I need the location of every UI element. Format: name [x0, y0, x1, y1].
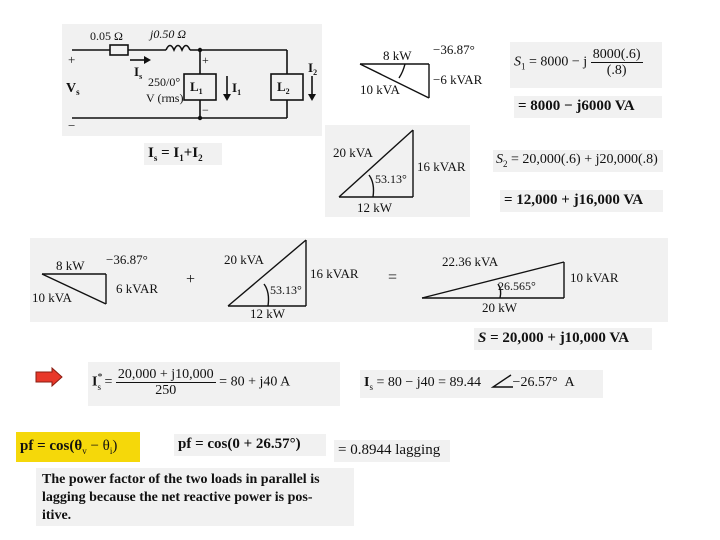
sum-t1-s: 10 kVA — [32, 290, 72, 305]
angle-symbol — [490, 374, 513, 388]
load2-label: L2 — [277, 79, 290, 96]
s1-result: = 8000 − j6000 VA — [518, 98, 635, 114]
sum-t2-angle: 53.13° — [270, 283, 302, 297]
s1-equation-panel — [510, 42, 662, 88]
load1-minus: − — [202, 103, 209, 117]
circuit-diagram: 0.05 Ω j0.50 Ω + − Vs Is 250/0° V (rms) … — [66, 27, 317, 133]
kcl-equation: Is = I1+I2 — [148, 145, 203, 163]
arrow-icon — [35, 366, 63, 388]
s1-equation: S1 = 8000 − j 8000(.6)(.8) — [514, 47, 643, 78]
inductor — [165, 44, 191, 52]
conclusion-panel — [36, 468, 354, 526]
triangle1-q-label: −6 kVAR — [433, 72, 483, 87]
i1-label: I1 — [232, 80, 241, 97]
s-total-panel — [474, 328, 652, 350]
s2-equation: S2 = 20,000(.6) + j20,000(.8) — [496, 152, 658, 169]
s2-equation-panel — [493, 150, 663, 172]
triangle-sum-diagram: 8 kW −36.87° 6 kVAR 10 kVA + 20 kVA 16 k… — [32, 239, 619, 321]
sum-row-panel — [30, 238, 668, 322]
current-panel — [360, 370, 603, 398]
current-equation: Is = 80 − j40 = 89.44 −26.57° A — [364, 374, 575, 392]
source-value-line2: V (rms) — [146, 91, 183, 105]
sum-t3-p: 20 kW — [482, 300, 518, 315]
s-total-equation: S = 20,000 + j10,000 VA — [478, 330, 630, 346]
pf-formula: pf = cos(θv − θi) — [20, 438, 118, 456]
source-value-line1: 250/0° — [148, 75, 180, 89]
sum-t2-p: 12 kW — [250, 306, 286, 321]
sum-t3-q: 10 kVAR — [570, 270, 619, 285]
load1-label: L1 — [190, 79, 203, 96]
pf-result-panel — [334, 440, 450, 462]
source-plus: + — [68, 52, 75, 67]
sum-t1-angle: −36.87° — [106, 252, 148, 267]
load1-plus: + — [202, 53, 209, 67]
resistor-label: 0.05 Ω — [90, 29, 123, 43]
sum-t3-s: 22.36 kVA — [442, 254, 499, 269]
power-triangle-s2: 20 kVA 16 kVAR 53.13° 12 kW — [333, 129, 466, 215]
pf-result: = 0.8944 lagging — [338, 442, 441, 458]
pf-formula-highlight — [16, 432, 140, 462]
conclusion-line3: itive. — [42, 508, 72, 523]
triangle2-panel — [325, 125, 470, 217]
pf-value: pf = cos(0 + 26.57°) — [178, 436, 301, 452]
i2-label: I2 — [308, 60, 317, 77]
triangle2-p-label: 12 kW — [357, 200, 393, 215]
kcl-panel — [144, 143, 222, 165]
sum-t2-q: 16 kVAR — [310, 266, 359, 281]
source-voltage-label: Vs — [66, 81, 80, 97]
sum-t1-q: 6 kVAR — [116, 281, 158, 296]
triangle1-s-label: 10 kVA — [360, 82, 400, 97]
s1-result-panel — [514, 96, 662, 118]
sum-t2-s: 20 kVA — [224, 252, 264, 267]
source-current-label: Is — [134, 64, 142, 81]
s2-result-panel — [500, 190, 663, 212]
s2-result: = 12,000 + j16,000 VA — [504, 192, 644, 208]
resistor — [109, 44, 129, 56]
triangle1-p-label: 8 kW — [383, 48, 412, 63]
source-minus: − — [68, 118, 75, 133]
triangle2-angle-label: 53.13° — [375, 172, 407, 186]
sum-t1-p: 8 kW — [56, 258, 85, 273]
inductor-label: j0.50 Ω — [148, 27, 186, 41]
load1-box — [183, 73, 217, 101]
triangle2-s-label: 20 kVA — [333, 145, 373, 160]
triangle2-q-label: 16 kVAR — [417, 159, 466, 174]
conclusion-line2: lagging because the net reactive power i… — [42, 490, 313, 505]
triangle1-angle-label: −36.87° — [433, 42, 475, 57]
current-conj-panel — [88, 362, 340, 406]
sum-t3-angle: 26.565° — [498, 279, 536, 293]
sum-equals: = — [388, 269, 397, 286]
conclusion-line1: The power factor of the two loads in par… — [42, 472, 320, 487]
sum-plus: + — [186, 271, 195, 288]
pf-value-panel — [174, 434, 326, 456]
load2-box — [270, 73, 304, 101]
power-triangle-s1: 8 kW −36.87° −6 kVAR 10 kVA — [359, 42, 483, 99]
